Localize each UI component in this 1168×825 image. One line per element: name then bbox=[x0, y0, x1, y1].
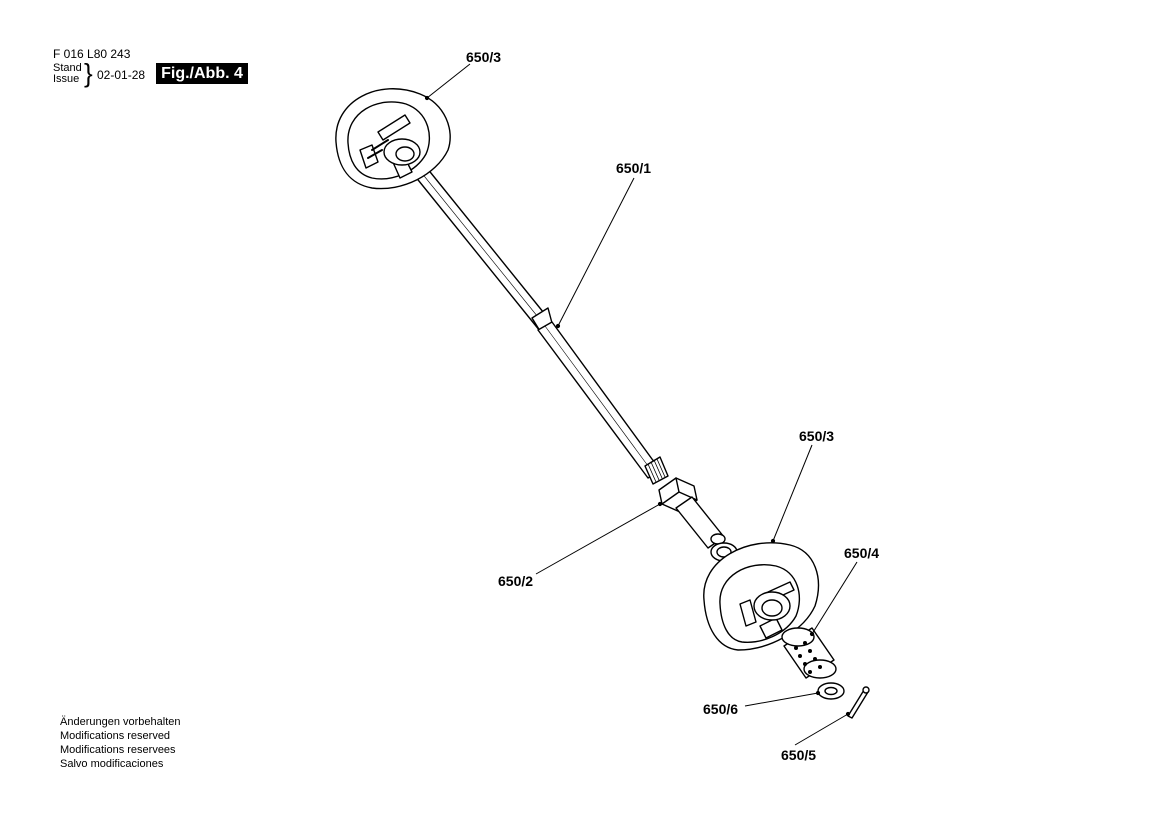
top-wheel bbox=[335, 88, 451, 190]
callout-sleeve: 650/4 bbox=[844, 545, 879, 561]
disclaimer-es: Salvo modificaciones bbox=[60, 758, 164, 770]
callout-washer: 650/6 bbox=[703, 701, 738, 717]
figure-badge: Fig./Abb. 4 bbox=[156, 63, 248, 84]
issue-date: 02-01-28 bbox=[97, 68, 146, 82]
part-number: F 016 L80 243 bbox=[53, 47, 131, 61]
callout-nut: 650/2 bbox=[498, 573, 533, 589]
disclaimer-fr: Modifications reservees bbox=[60, 744, 176, 756]
shaft-thread bbox=[644, 456, 669, 485]
leader-lines bbox=[424, 63, 858, 746]
washer bbox=[817, 682, 845, 700]
split-pin bbox=[847, 686, 870, 719]
stand-issue-label: Stand Issue bbox=[53, 63, 82, 85]
axle-shaft bbox=[401, 151, 669, 485]
disclaimer: Änderungen vorbehalten Modifications res… bbox=[60, 715, 180, 771]
brace-icon: } bbox=[84, 58, 93, 88]
bottom-wheel bbox=[703, 542, 819, 651]
stand-label: Stand bbox=[53, 62, 82, 74]
callout-wheel-bottom: 650/3 bbox=[799, 428, 834, 444]
disclaimer-de: Änderungen vorbehalten bbox=[60, 716, 181, 728]
callout-shaft: 650/1 bbox=[616, 160, 651, 176]
callout-wheel-top: 650/3 bbox=[466, 49, 501, 65]
issue-label: Issue bbox=[53, 73, 80, 85]
hex-nut bbox=[658, 477, 738, 562]
callout-pin: 650/5 bbox=[781, 747, 816, 763]
disclaimer-en: Modifications reserved bbox=[60, 730, 171, 742]
perforated-sleeve bbox=[781, 627, 837, 679]
